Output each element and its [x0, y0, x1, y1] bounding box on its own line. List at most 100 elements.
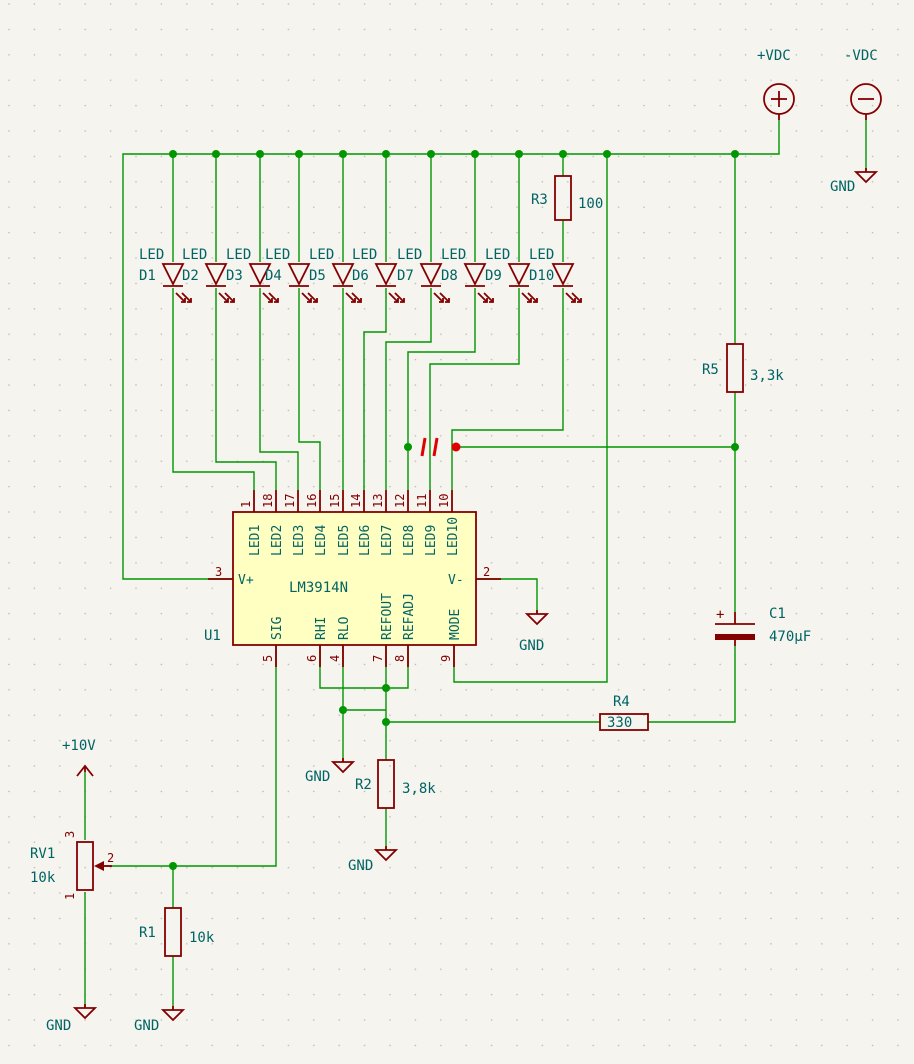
ic-pin-number: 18 — [261, 494, 275, 508]
resistor-r3[interactable]: R3 100 — [531, 175, 603, 221]
led-ref: D4 — [265, 268, 282, 284]
junctions — [169, 150, 739, 870]
ic-pin-number: 7 — [371, 655, 385, 662]
ic-pin-9[interactable]: 9 MODE — [439, 609, 463, 667]
gnd-symbol[interactable]: GND — [46, 1004, 98, 1034]
erc-marker[interactable] — [420, 437, 461, 457]
gnd-label: GND — [519, 638, 544, 654]
minus-vdc-symbol[interactable]: -VDC — [844, 48, 882, 120]
plus10v-symbol[interactable]: +10V — [62, 738, 96, 777]
ic-pin-number: 5 — [261, 655, 275, 662]
led-value: LED — [441, 247, 466, 263]
ic-pin-number: 11 — [415, 494, 429, 508]
ic-pin-name: RLO — [337, 616, 352, 640]
ic-pin-name: LED8 — [402, 525, 417, 556]
ic-pin-name: LED6 — [358, 525, 373, 556]
gnd-symbol[interactable]: GND — [519, 610, 550, 654]
emission-arrows-icon — [521, 292, 538, 303]
ic-pin2-num: 2 — [483, 565, 490, 579]
gnd-symbol[interactable]: GND — [305, 758, 356, 785]
ic-u1[interactable]: LM3914N U1 3 V+ 2 V- 1LED118LED217LED316… — [204, 490, 501, 667]
emission-arrows-icon — [301, 292, 318, 303]
ic-pin-number: 10 — [437, 494, 451, 508]
ic-pin-number: 9 — [439, 655, 453, 662]
ic-pin-name: LED7 — [380, 525, 395, 556]
gnd-symbol[interactable]: GND — [348, 846, 399, 874]
resistor-r4[interactable]: R4 330 — [599, 694, 649, 731]
r3-ref: R3 — [531, 192, 548, 208]
led-triangle — [248, 263, 272, 287]
ic-pin-number: 16 — [305, 494, 319, 508]
r4-ref: R4 — [613, 694, 630, 710]
plus-vdc-symbol[interactable]: +VDC — [757, 48, 795, 120]
minus-vdc-label: -VDC — [844, 48, 878, 64]
led-value: LED — [226, 247, 251, 263]
rv1-ref: RV1 — [30, 846, 55, 862]
gnd-label: GND — [46, 1018, 71, 1034]
gnd-symbol[interactable]: GND — [830, 168, 879, 195]
led-value: LED — [529, 247, 554, 263]
ic-pin-number: 8 — [393, 655, 407, 662]
led-triangle — [204, 263, 228, 287]
capacitor-c1[interactable]: + C1 470µF — [715, 606, 811, 646]
gnd-label: GND — [305, 769, 330, 785]
rv1-pin2: 2 — [107, 851, 114, 865]
emission-arrows-icon — [175, 292, 192, 303]
ic-pin-name: LED1 — [248, 525, 263, 556]
ic-pin-name: REFOUT — [380, 593, 395, 640]
resistor-r5[interactable]: R5 3,3k — [702, 343, 784, 393]
resistor-r1[interactable]: R1 10k — [139, 907, 215, 957]
gnd-label: GND — [134, 1018, 159, 1034]
gnd-group: GND GND GND GND GND GND — [46, 168, 879, 1034]
ic-pin-number: 17 — [283, 494, 297, 508]
rv1-pin3: 3 — [63, 831, 77, 838]
gnd-label: GND — [348, 858, 373, 874]
led-triangle — [331, 263, 355, 287]
led-triangle — [287, 263, 311, 287]
resistor-r2[interactable]: R2 3,8k — [355, 759, 436, 809]
ic-pin-number: 14 — [349, 494, 363, 508]
ic-pin-name: LED4 — [314, 525, 329, 556]
ic-pin-name: MODE — [448, 609, 463, 640]
led-ref: D1 — [139, 268, 156, 284]
ic-pin-7[interactable]: 7 REFOUT — [371, 593, 395, 667]
gnd-symbol[interactable]: GND — [134, 1006, 186, 1034]
ic-pin-number: 15 — [328, 494, 342, 508]
r3-value: 100 — [578, 196, 603, 212]
led-ref: D6 — [352, 268, 369, 284]
gnd-icon — [524, 613, 550, 626]
led-triangle — [419, 263, 443, 287]
led-triangle — [551, 263, 575, 287]
ic-pin2-name: V- — [448, 573, 464, 588]
r2-value: 3,8k — [402, 781, 436, 797]
emission-arrows-icon — [565, 292, 582, 303]
potentiometer-rv1[interactable]: 3 2 1 RV1 10k — [30, 831, 114, 900]
c1-polarity: + — [716, 607, 724, 623]
